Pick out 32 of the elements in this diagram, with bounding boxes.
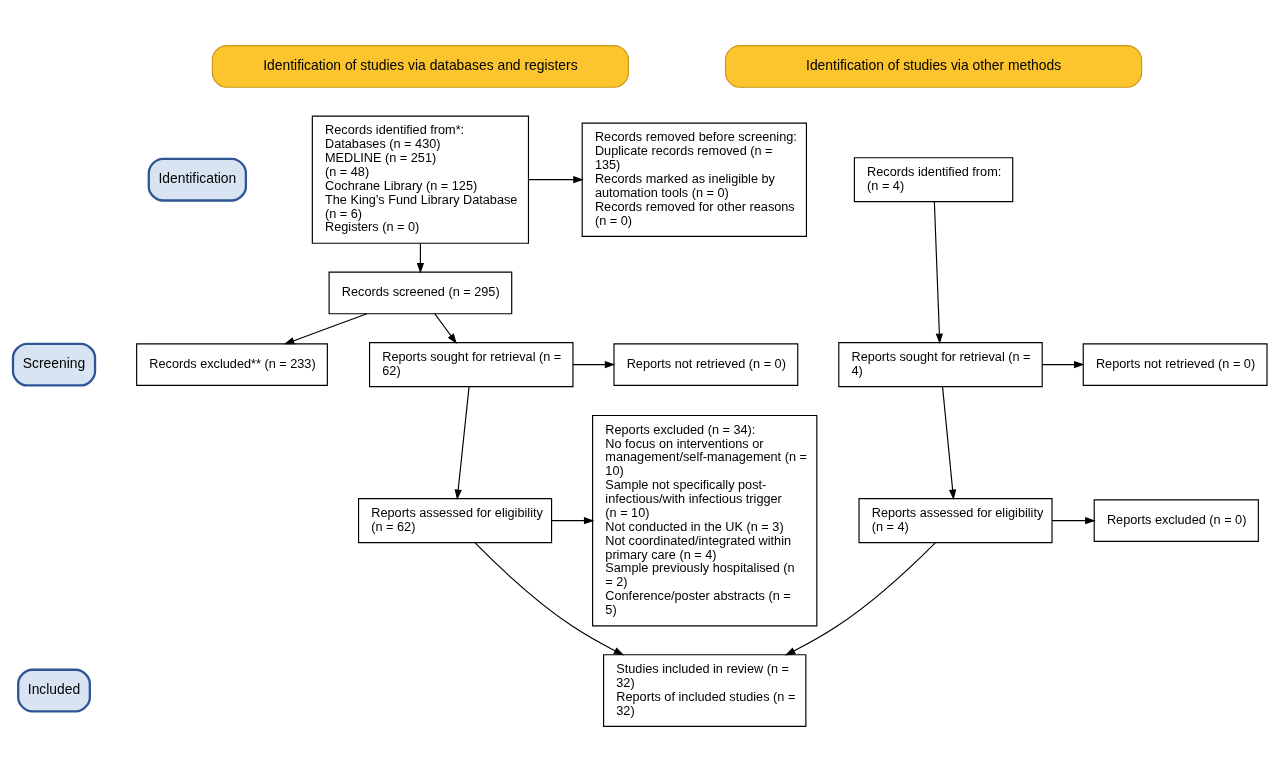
node-box: Records excluded** (n = 233)	[136, 342, 328, 386]
arrow	[1041, 360, 1085, 368]
arrow	[784, 541, 936, 655]
arrow	[527, 175, 584, 183]
node-box: Reports assessed for eligibility (n = 62)	[358, 497, 553, 543]
node-box: Records identified from*: Databases (n = 430) MEDLINE (n = 251) (n = 48) Cochrane Library (n = 125) The King's Fund Library Database (n = 6) Registers (n = 0)	[311, 115, 530, 244]
node-box: Reports assessed for eligibility (n = 4)	[858, 497, 1053, 543]
node-box: Records identified from: (n = 4)	[853, 156, 1014, 202]
node-box: Reports excluded (n = 0)	[1093, 498, 1259, 542]
arrow	[284, 312, 368, 344]
node-box: Reports not retrieved (n = 0)	[1082, 342, 1268, 386]
arrow	[572, 360, 616, 368]
node-box: Identification	[147, 157, 248, 202]
arrow	[454, 385, 470, 500]
arrow	[474, 541, 625, 655]
node-box: Records removed before screening: Duplicate records removed (n = 135) Records marked as ineligible by automation tools (n = 0) Records removed for other reasons (n = 0)	[581, 122, 807, 237]
arrow	[941, 385, 957, 500]
node-box: Included	[17, 668, 91, 712]
arrow	[434, 312, 457, 344]
node-box: Reports sought for retrieval (n = 62)	[368, 341, 574, 387]
arrow	[416, 242, 425, 273]
node-box: Identification of studies via other methods	[724, 44, 1143, 88]
node-box: Reports not retrieved (n = 0)	[613, 342, 799, 386]
arrow	[551, 516, 595, 524]
node-box: Screening	[11, 342, 97, 387]
node-box: Records screened (n = 295)	[328, 271, 513, 314]
node-box: Reports excluded (n = 34): No focus on interventions or management/self-management (n = 10) Sample not specifically post-infectious/with infectious trigger (n = 10) Not conducted in the UK (n = 3) Not coordinated/integrated within primary care (n = 4) Sample previously hospitalised (n = 2) Conference/poster abstracts (n = 5)	[592, 414, 818, 626]
arrow	[1051, 516, 1096, 524]
arrow	[933, 200, 943, 344]
node-box: Studies included in review (n = 32) Reports of included studies (n = 32)	[603, 653, 807, 727]
node-box: Identification of studies via databases and registers	[211, 44, 630, 88]
node-box: Reports sought for retrieval (n = 4)	[838, 341, 1043, 387]
